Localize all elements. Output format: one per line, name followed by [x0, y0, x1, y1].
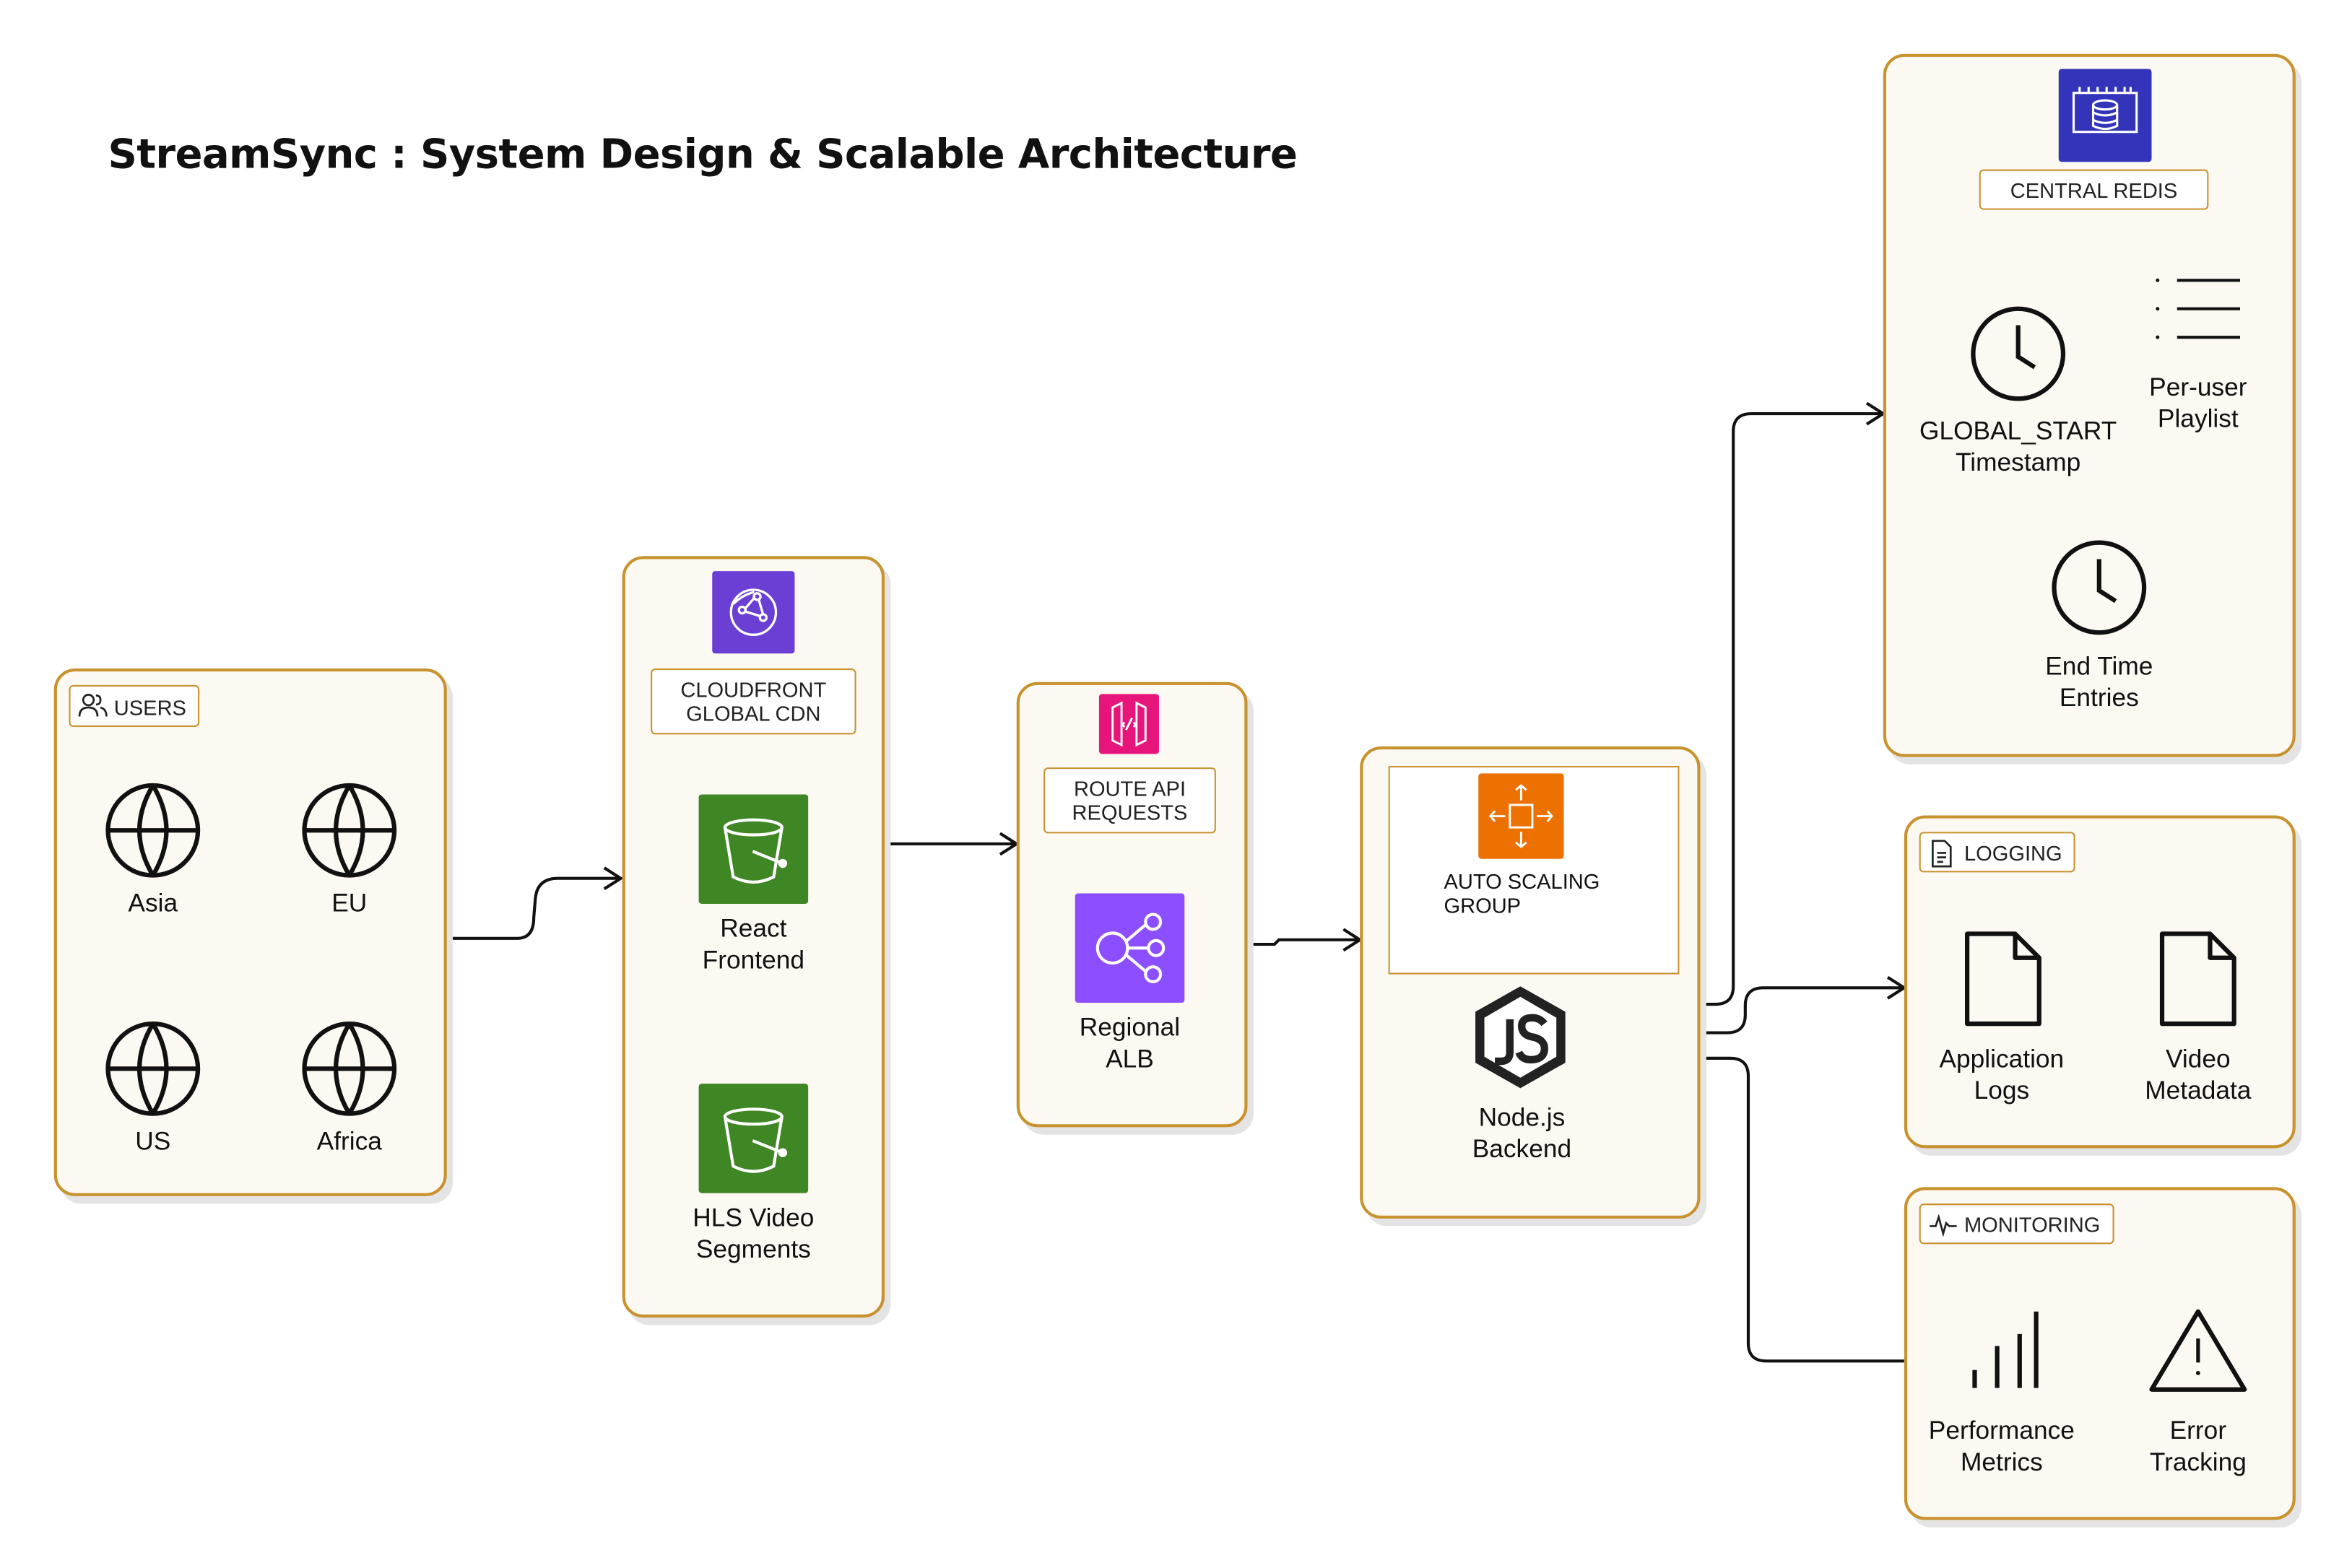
hls-segments-line2: Segments [695, 1234, 811, 1264]
hls-segments-line1: HLS Video [693, 1203, 815, 1232]
playlist-line2: Playlist [2157, 404, 2239, 434]
nodejs-line2: Backend [1472, 1134, 1572, 1164]
region-label: Asia [128, 889, 178, 918]
region-label: US [135, 1127, 171, 1156]
application-logs-line1: Application [1939, 1045, 2065, 1073]
react-frontend-line1: React [720, 914, 787, 943]
heartbeat-icon [1930, 1214, 1957, 1237]
cdn-header-line2: GLOBAL CDN [686, 701, 821, 726]
video-metadata-label: Video Metadata [2123, 1043, 2273, 1106]
edge-backend-to-redis [1577, 411, 1883, 1006]
nodejs-icon [1475, 986, 1566, 1089]
globe-icon [302, 1021, 397, 1116]
edge-monitoring-to-backend [1586, 1056, 1904, 1363]
region-label: Africa [316, 1127, 382, 1156]
document-icon [2159, 931, 2236, 1027]
monitoring-header-label: MONITORING [1963, 1212, 2101, 1237]
playlist-line1: Per-user [2149, 373, 2247, 402]
auto-scaling-icon [1478, 773, 1564, 859]
s3-bucket-icon [698, 794, 809, 905]
application-logs-label: Application Logs [1919, 1043, 2084, 1106]
logging-header: LOGGING [1919, 832, 2075, 873]
performance-metrics-label: Performance Metrics [1911, 1415, 2091, 1478]
region-item: Asia [75, 783, 231, 933]
global-start-line2: Timestamp [1956, 448, 2081, 477]
regional-alb-line2: ALB [1106, 1045, 1154, 1073]
performance-metrics-line1: Performance [1928, 1416, 2075, 1445]
video-metadata-line1: Video [2166, 1045, 2231, 1073]
react-frontend-line2: Frontend [702, 946, 804, 975]
warning-icon [2149, 1309, 2247, 1392]
error-tracking-line2: Tracking [2149, 1447, 2247, 1477]
cdn-header: CLOUDFRONT GLOBAL CDN [651, 668, 856, 735]
nodejs-line1: Node.js [1478, 1103, 1566, 1132]
redis-header-label: CENTRAL REDIS [2010, 178, 2178, 203]
playlist-label: Per-user Playlist [2123, 372, 2273, 435]
global-start-label: GLOBAL_START Timestamp [1898, 415, 2138, 478]
globe-icon [105, 783, 201, 878]
auto-scaling-label: AUTO SCALING GROUP [1444, 869, 1600, 917]
redis-header: CENTRAL REDIS [1979, 169, 2209, 210]
video-metadata-line2: Metadata [2145, 1076, 2252, 1105]
users-header: USERS [69, 684, 200, 728]
users-header-label: USERS [113, 695, 186, 720]
region-item: US [75, 1021, 231, 1171]
monitoring-header: MONITORING [1919, 1203, 2114, 1245]
auto-scaling-line1: AUTO SCALING [1444, 869, 1600, 894]
regional-alb-label: Regional ALB [1042, 1012, 1218, 1075]
region-label: EU [331, 889, 368, 918]
api-gateway-icon [1098, 694, 1159, 754]
cloudfront-icon [712, 571, 795, 654]
error-tracking-line1: Error [2169, 1416, 2227, 1445]
nodejs-backend-label: Node.js Backend [1432, 1102, 1612, 1164]
region-item: Africa [272, 1021, 428, 1171]
auto-scaling-line2: GROUP [1444, 893, 1522, 918]
performance-metrics-line2: Metrics [1960, 1447, 2043, 1477]
global-start-line1: GLOBAL_START [1919, 417, 2117, 445]
list-icon [2156, 278, 2240, 339]
document-icon [1932, 840, 1952, 868]
edge-users-to-cdn [445, 876, 621, 940]
users-group [53, 668, 447, 1196]
globe-icon [105, 1021, 201, 1116]
document-icon [1964, 931, 2041, 1027]
end-time-line1: End Time [2045, 652, 2153, 681]
hls-segments-label: HLS Video Segments [645, 1202, 862, 1265]
routing-header-line1: ROUTE API [1073, 776, 1186, 801]
application-logs-line2: Logs [1974, 1076, 2030, 1105]
globe-icon [302, 783, 397, 878]
s3-bucket-icon [698, 1084, 809, 1193]
end-time-line2: Entries [2059, 683, 2139, 713]
react-frontend-label: React Frontend [660, 913, 848, 975]
clock-icon [2052, 540, 2147, 635]
bar-chart-icon [1972, 1311, 2039, 1388]
load-balancer-icon [1075, 893, 1185, 1003]
users-icon [78, 694, 108, 717]
error-tracking-label: Error Tracking [2123, 1415, 2273, 1478]
end-time-label: End Time Entries [2009, 650, 2189, 713]
routing-header: ROUTE API REQUESTS [1043, 767, 1216, 834]
routing-header-line2: REQUESTS [1072, 800, 1188, 824]
edge-backend-to-logging [1577, 986, 1904, 1035]
region-item: EU [272, 783, 428, 933]
clock-icon [1971, 306, 2066, 401]
regional-alb-line1: Regional [1079, 1013, 1181, 1042]
cdn-header-line1: CLOUDFRONT [680, 677, 827, 702]
page-title: StreamSync : System Design & Scalable Ar… [108, 131, 1298, 179]
logging-header-label: LOGGING [1963, 840, 2062, 866]
database-icon [2058, 69, 2152, 162]
